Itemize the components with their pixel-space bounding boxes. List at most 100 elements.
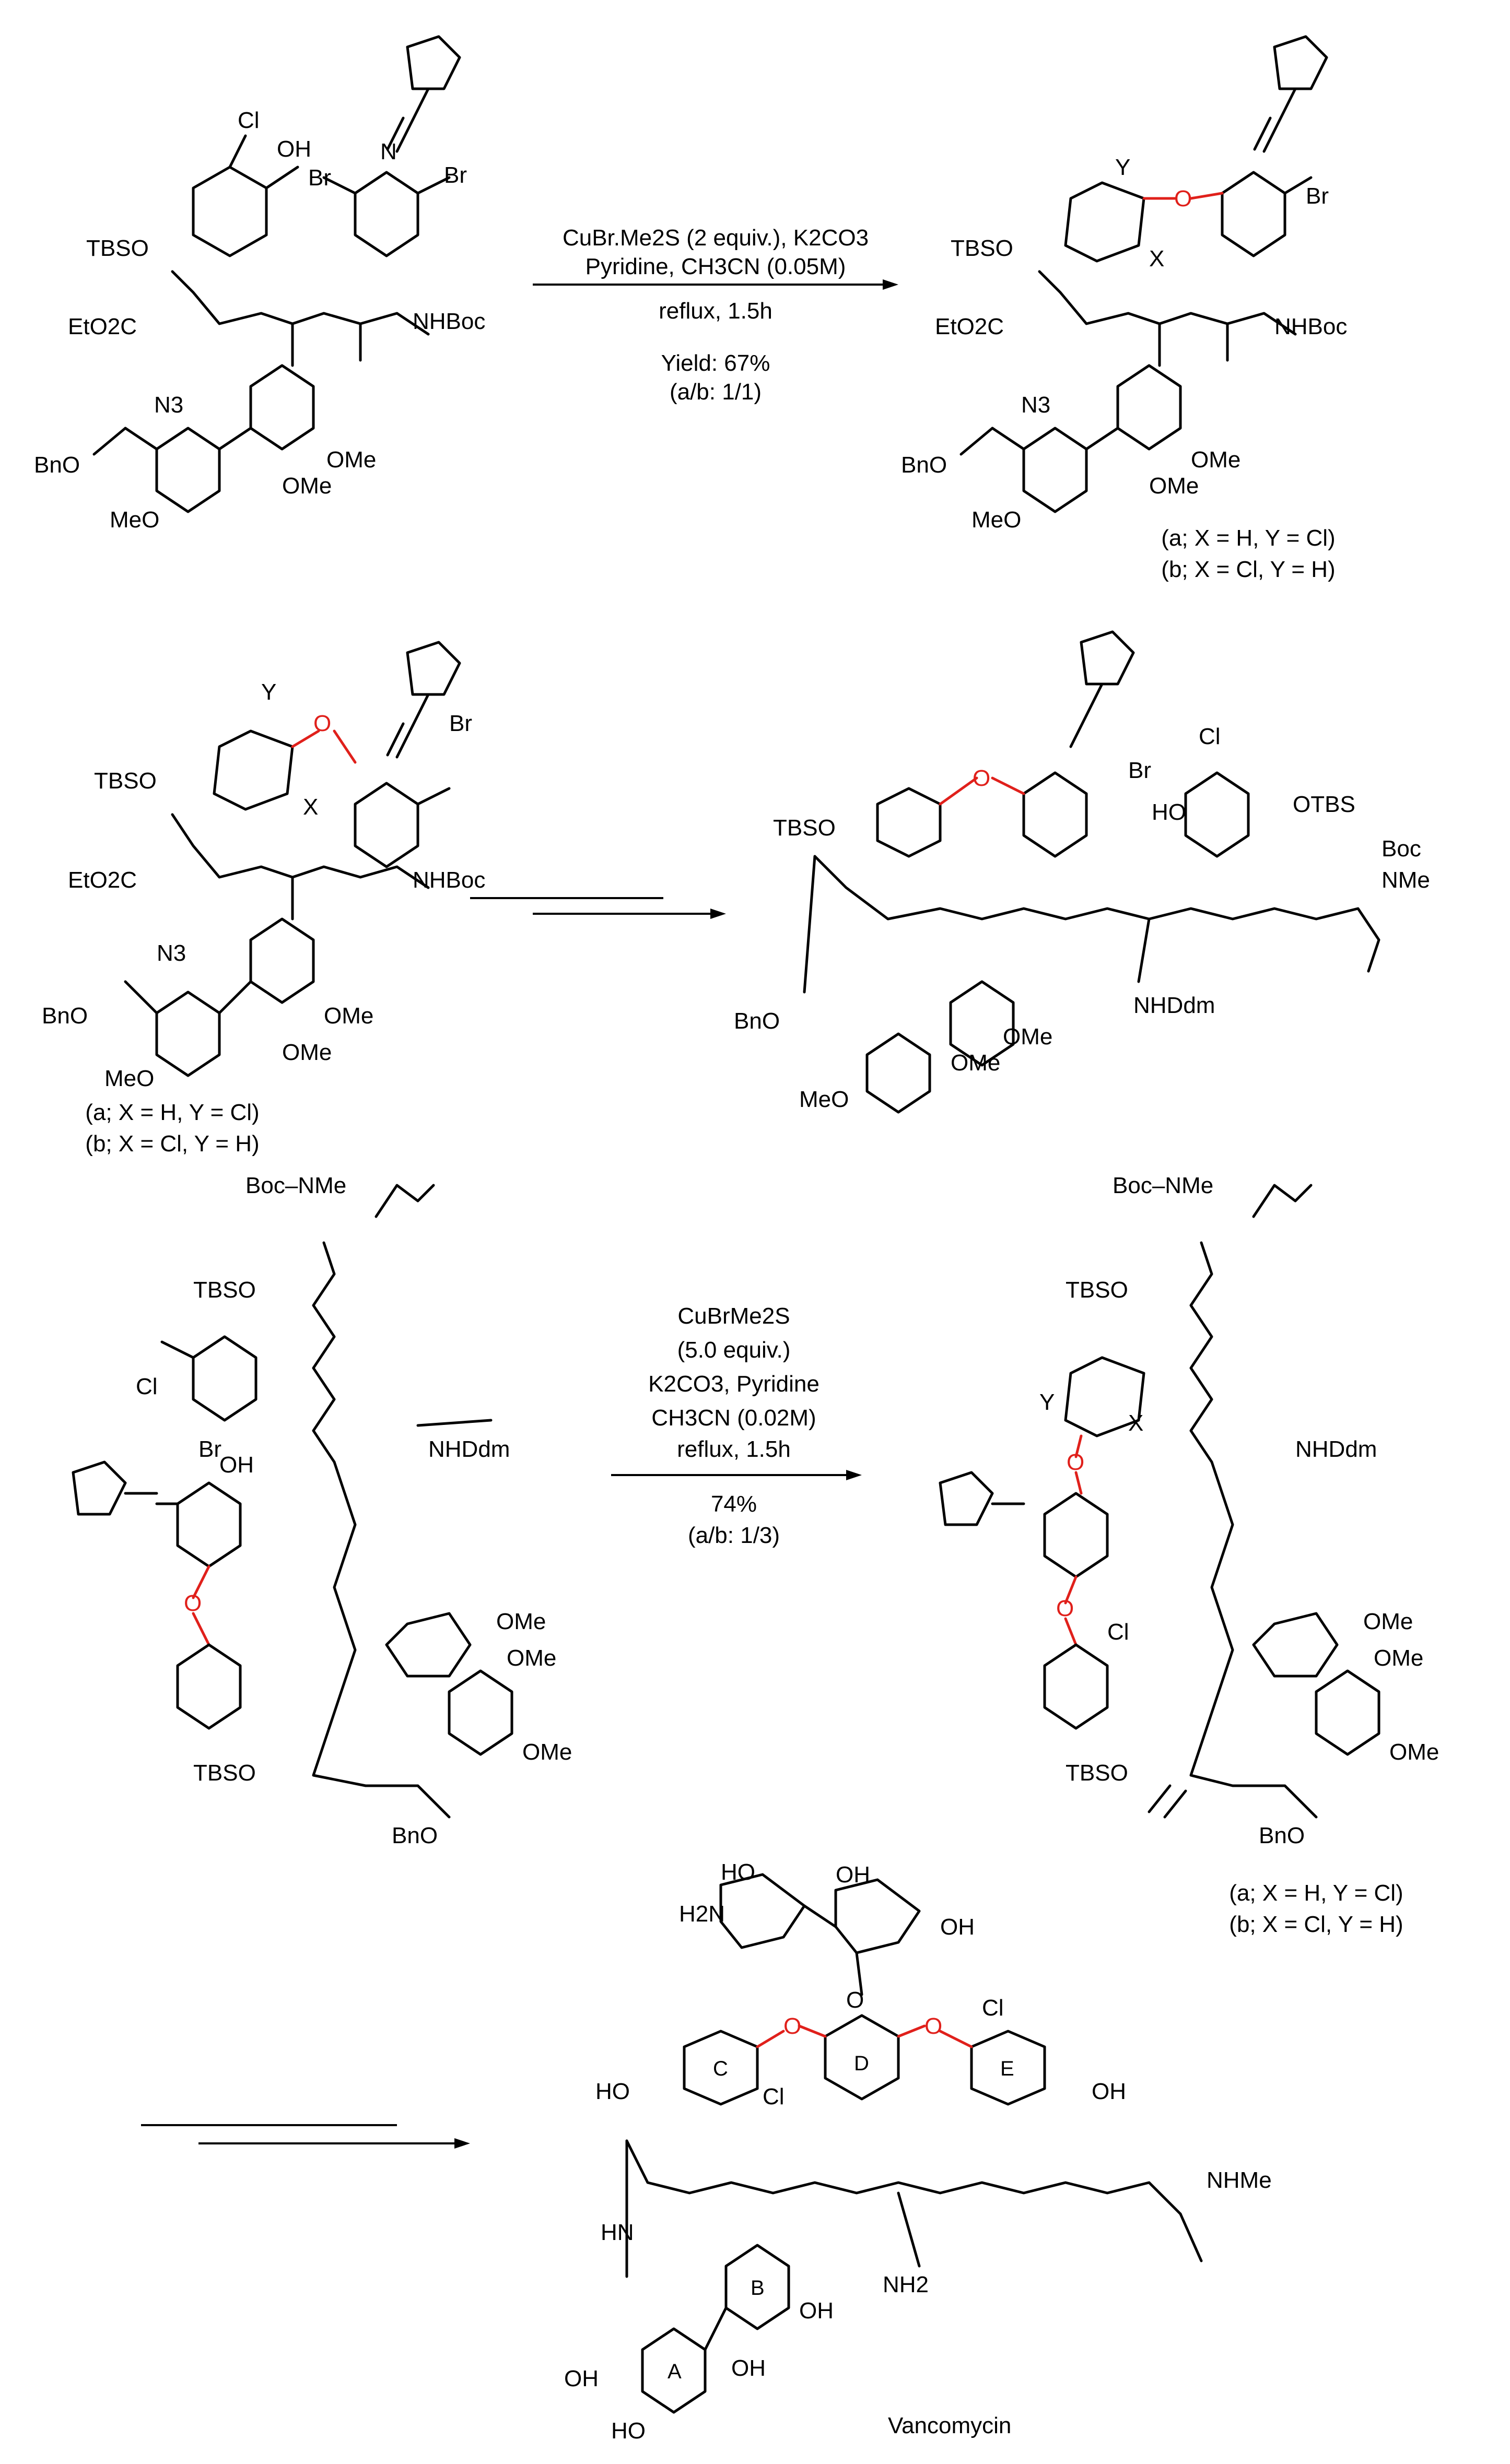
cl-label: Cl bbox=[982, 1995, 1004, 2021]
oh-sugar: OH bbox=[940, 1914, 975, 1940]
oh-label: OH bbox=[277, 136, 311, 162]
arrowhead bbox=[454, 2138, 470, 2149]
h2n-sugar: H2N bbox=[679, 1901, 725, 1927]
ring-label-b: B bbox=[751, 2277, 765, 2300]
ether-o: O bbox=[184, 1590, 202, 1616]
step1-reagents-line2: Pyridine, CH3CN (0.05M) bbox=[586, 254, 846, 279]
triazene-n: N bbox=[380, 139, 397, 164]
bno-label: BnO bbox=[734, 1008, 780, 1034]
n3-label: N3 bbox=[157, 940, 186, 966]
final-product-name: Vancomycin bbox=[888, 2413, 1011, 2438]
ome-label: OMe bbox=[522, 1739, 572, 1765]
ring-label-a: A bbox=[668, 2360, 682, 2383]
arrowhead bbox=[846, 1470, 862, 1480]
tbso-label: TBSO bbox=[1066, 1277, 1128, 1303]
product3-note-b: (b; X = Cl, Y = H) bbox=[1229, 1912, 1403, 1937]
product1-note-b: (b; X = Cl, Y = H) bbox=[1161, 557, 1335, 582]
nhddm-label: NHDdm bbox=[1295, 1436, 1377, 1462]
ring-label-d: D bbox=[854, 2052, 869, 2075]
nhboc-label: NHBoc bbox=[413, 867, 485, 893]
ome-label: OMe bbox=[1003, 1024, 1052, 1050]
cl-label: Cl bbox=[1107, 1619, 1129, 1645]
ome-label: OMe bbox=[1389, 1739, 1439, 1765]
eto2c-label: EtO2C bbox=[68, 867, 137, 893]
eto2c-label: EtO2C bbox=[935, 314, 1004, 339]
ether-o: O bbox=[1056, 1596, 1074, 1621]
ring-label-c: C bbox=[713, 2057, 728, 2080]
nme-label: NMe bbox=[1382, 867, 1430, 893]
bicyclic-product bbox=[939, 1184, 1380, 1819]
nhboc-label: NHBoc bbox=[413, 309, 485, 334]
eto2c-label: EtO2C bbox=[68, 314, 137, 339]
ome-label: OMe bbox=[951, 1050, 1000, 1076]
step3-yield: 74% bbox=[711, 1491, 757, 1517]
ome-label: OMe bbox=[496, 1609, 546, 1634]
ome-label: OMe bbox=[326, 447, 376, 473]
y-label: Y bbox=[1115, 155, 1130, 180]
ether-o: O bbox=[924, 2013, 942, 2039]
br-label: Br bbox=[449, 711, 472, 736]
y-label: Y bbox=[1039, 1389, 1055, 1415]
oh-sugar: HO bbox=[721, 1859, 755, 1885]
x-label: X bbox=[303, 794, 318, 820]
meo-label: MeO bbox=[110, 507, 159, 533]
ho-label: HO bbox=[595, 2079, 630, 2104]
ether-o: O bbox=[313, 711, 331, 736]
x-label: X bbox=[1128, 1410, 1143, 1436]
cl-label: Cl bbox=[763, 2084, 785, 2109]
br-label: Br bbox=[198, 1436, 221, 1462]
ome-label: OMe bbox=[324, 1003, 373, 1029]
br-label: Br bbox=[1306, 183, 1329, 209]
ether-o: O bbox=[973, 765, 990, 791]
oh-sugar: OH bbox=[836, 1862, 870, 1888]
step1-yield: Yield: 67% bbox=[661, 350, 770, 376]
ether-o: O bbox=[1174, 186, 1192, 211]
br-label: Br bbox=[308, 165, 331, 191]
tbso-label: TBSO bbox=[86, 235, 149, 261]
boc-label: Boc bbox=[1382, 836, 1421, 862]
ho-label: HO bbox=[1152, 799, 1186, 825]
oh-label: OH bbox=[219, 1452, 254, 1478]
intermediate-diaryl-ether bbox=[124, 641, 461, 1077]
step3-time: reflux, 1.5h bbox=[677, 1436, 791, 1462]
boc-nme-label: Boc–NMe bbox=[1113, 1173, 1213, 1198]
ome-label: OMe bbox=[1191, 447, 1240, 473]
nhboc-label: NHBoc bbox=[1274, 314, 1347, 339]
hn-label: HN bbox=[601, 2220, 634, 2245]
step3-reagent-line2: (5.0 equiv.) bbox=[677, 1337, 791, 1363]
ome-label: OMe bbox=[1374, 1645, 1423, 1671]
ho-label: HO bbox=[611, 2418, 646, 2444]
ome-label: OMe bbox=[507, 1645, 556, 1671]
product1-note-a: (a; X = H, Y = Cl) bbox=[1161, 525, 1335, 551]
cl-label: Cl bbox=[238, 108, 260, 133]
tbso-label: TBSO bbox=[193, 1760, 256, 1786]
bno-label: BnO bbox=[1259, 1823, 1305, 1848]
arrowhead bbox=[710, 909, 726, 919]
intermediate-note-a: (a; X = H, Y = Cl) bbox=[85, 1100, 259, 1125]
step3-reagent-line4: CH3CN (0.02M) bbox=[651, 1405, 816, 1431]
step3-reagent-line1: CuBrMe2S bbox=[677, 1303, 790, 1329]
ome-label: OMe bbox=[1363, 1609, 1413, 1634]
step1-time: reflux, 1.5h bbox=[659, 298, 772, 324]
nhddm-label: NHDdm bbox=[428, 1436, 510, 1462]
vancomycin-structure bbox=[625, 1873, 1203, 2414]
monocyclic-precursor bbox=[72, 1184, 513, 1819]
starting-material-1 bbox=[92, 35, 461, 513]
ome-label: OMe bbox=[282, 1040, 332, 1065]
tbso-label: TBSO bbox=[773, 815, 836, 841]
meo-label: MeO bbox=[104, 1066, 154, 1091]
step1-ratio: (a/b: 1/1) bbox=[670, 379, 762, 405]
nhddm-label: NHDdm bbox=[1133, 993, 1215, 1018]
extended-heptapeptide bbox=[803, 630, 1380, 1114]
glycoside-o: O bbox=[846, 1987, 864, 2013]
cl-label: Cl bbox=[136, 1374, 158, 1399]
ome-label: OMe bbox=[282, 473, 332, 499]
ether-o: O bbox=[1067, 1449, 1084, 1475]
boc-nme-label: Boc–NMe bbox=[245, 1173, 346, 1198]
oh-label: OH bbox=[799, 2298, 834, 2324]
oh-label: OH bbox=[731, 2355, 766, 2381]
tbso-label: TBSO bbox=[951, 235, 1013, 261]
bno-label: BnO bbox=[392, 1823, 438, 1848]
step3-reagent-line3: K2CO3, Pyridine bbox=[648, 1371, 820, 1397]
